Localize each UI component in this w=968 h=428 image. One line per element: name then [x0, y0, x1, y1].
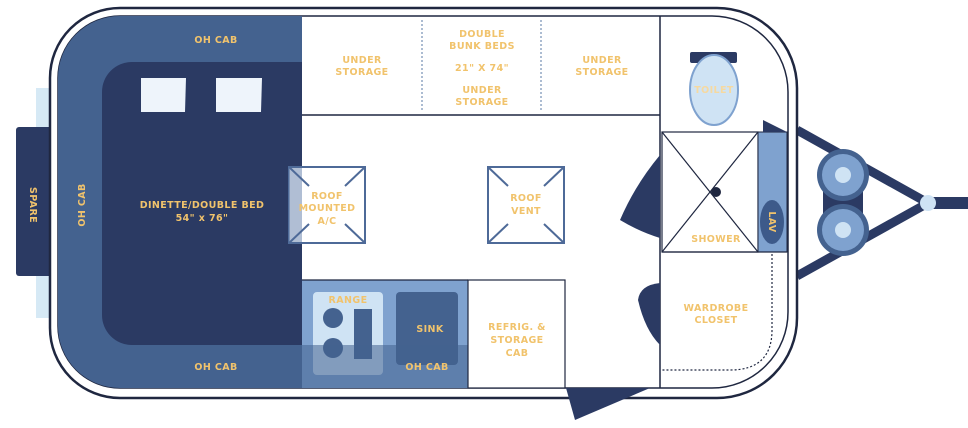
label-refrig: REFRIG. & [488, 322, 546, 333]
roof-ac [288, 166, 366, 244]
burner-icon [323, 308, 343, 328]
spare-tire [16, 127, 52, 276]
label-range: RANGE [329, 295, 368, 306]
label-lav: LAV [766, 211, 777, 233]
label-under-storage: STORAGE [575, 67, 628, 78]
wheel-icon [817, 149, 869, 201]
label-oh-cab-kitchen: OH CAB [405, 362, 448, 373]
label-wardrobe: CLOSET [695, 315, 738, 326]
dinette-bed [102, 62, 302, 345]
label-ac: ROOF [311, 191, 343, 202]
label-ac: MOUNTED [299, 203, 356, 214]
lav-basin [760, 200, 784, 244]
label-oh-cab-top: OH CAB [194, 35, 237, 46]
door-swing [638, 283, 660, 345]
label-bunk-storage: STORAGE [455, 97, 508, 108]
label-under-storage: UNDER [582, 55, 622, 66]
label-ac: A/C [318, 216, 337, 227]
label-under-storage: UNDER [342, 55, 382, 66]
label-oh-cab-bottom: OH CAB [194, 362, 237, 373]
label-bunk: BUNK BEDS [449, 41, 515, 52]
label-bed: DINETTE/DOUBLE BED [140, 200, 265, 211]
wheel-icon [817, 204, 869, 256]
label-vent: ROOF [510, 193, 542, 204]
label-toilet: TOILET [694, 85, 734, 96]
label-vent: VENT [511, 206, 541, 217]
label-wardrobe: WARDROBE [684, 303, 749, 314]
roof-vent [487, 166, 565, 244]
label-under-storage: STORAGE [335, 67, 388, 78]
door-swing [763, 120, 787, 132]
label-shower: SHOWER [691, 234, 741, 245]
trailer-hitch [794, 126, 968, 280]
wardrobe-outline [662, 254, 773, 371]
label-refrig: CAB [506, 348, 529, 359]
pillow-icon [141, 78, 186, 112]
pillow-icon [216, 78, 262, 112]
label-bunk: DOUBLE [459, 29, 505, 40]
label-bunk-storage: UNDER [462, 85, 502, 96]
label-bed-size: 54" x 76" [176, 213, 229, 224]
shower-drain-icon [711, 187, 721, 197]
label-spare: SPARE [27, 187, 38, 223]
entry-door [566, 388, 650, 420]
toilet-icon [689, 54, 739, 126]
label-sink: SINK [416, 324, 444, 335]
label-bunk-size: 21" X 74" [455, 63, 509, 74]
door-swing [620, 155, 660, 238]
label-refrig: STORAGE [490, 335, 543, 346]
label-oh-cab-left: OH CAB [77, 183, 88, 226]
refrigerator-cabinet [467, 279, 566, 389]
